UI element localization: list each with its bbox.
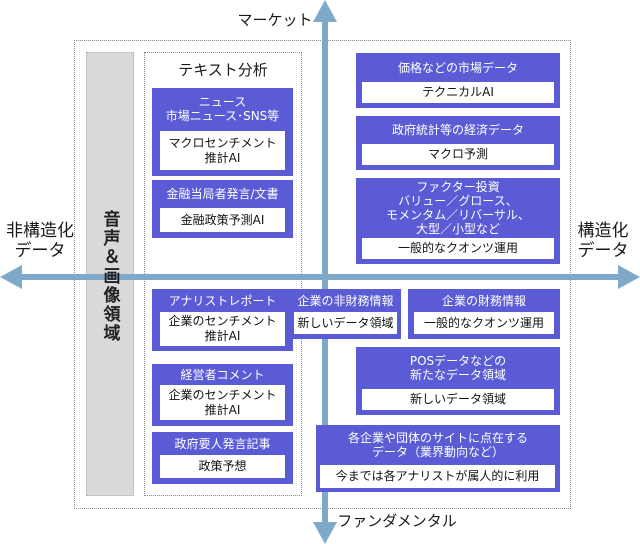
- box-body: テクニカルAI: [362, 82, 554, 103]
- axis-label-fundamental: ファンダメンタル: [337, 512, 457, 530]
- box-header: 金融当局者発言/文書: [152, 180, 293, 208]
- axis-label-structured: 構造化 データ: [568, 221, 638, 261]
- box-header: 価格などの市場データ: [356, 53, 560, 82]
- arrow-down-icon: [313, 522, 337, 544]
- box-header-line: 市場ニュース･SNS等: [165, 108, 280, 123]
- box-header: 企業の非財務情報: [290, 289, 401, 312]
- box-body: 政策予想: [160, 455, 285, 478]
- box-header: 各企業や団体のサイトに点在する データ（業界動向など）: [316, 425, 560, 465]
- box-header-line: 企業の非財務情報: [297, 293, 394, 308]
- box-body: 今までは各アナリストが属人的に利用: [320, 465, 555, 488]
- box-body: 一般的なクオンツ運用: [414, 312, 554, 334]
- axis-label-line: 構造化: [577, 221, 629, 241]
- box-scattered-web-data: 各企業や団体のサイトに点在する データ（業界動向など） 今までは各アナリストが属…: [316, 425, 560, 492]
- box-header: ファクター投資 バリュー／グロース、 モメンタム／リバーサル、 大型／小型など: [356, 178, 560, 238]
- box-factor-investing: ファクター投資 バリュー／グロース、 モメンタム／リバーサル、 大型／小型など …: [356, 178, 560, 264]
- box-body: 新しいデータ領域: [294, 312, 397, 334]
- box-header-line: POSデータなどの: [409, 354, 507, 368]
- box-body: 新しいデータ領域: [362, 389, 554, 410]
- box-header-line: 新たなデータ領域: [409, 368, 506, 382]
- text-analysis-title: テキスト分析: [178, 61, 268, 79]
- arrow-up-icon: [313, 0, 337, 22]
- box-header-line: 経営者コメント: [180, 367, 265, 382]
- box-economic-data: 政府統計等の経済データ マクロ予測: [356, 116, 560, 170]
- box-body: 企業のセンチメント 推計AI: [160, 312, 285, 346]
- box-header-line: バリュー／グロース、: [398, 194, 518, 208]
- box-body-line: テクニカルAI: [422, 85, 494, 99]
- box-body-line: 推計AI: [204, 402, 241, 417]
- audio-image-region-label-wrap: 音声＆画像領域: [86, 206, 134, 346]
- box-body: マクロ予測: [362, 144, 554, 165]
- axis-label-line: データ: [14, 241, 66, 261]
- box-header: POSデータなどの 新たなデータ領域: [356, 347, 560, 389]
- box-pos-data: POSデータなどの 新たなデータ領域 新しいデータ領域: [356, 347, 560, 415]
- box-header-line: 政府統計等の経済データ: [391, 123, 524, 137]
- box-body-line: 政策予想: [198, 459, 247, 473]
- box-body-line: 金融政策予測AI: [180, 212, 265, 227]
- box-header-line: ファクター投資: [416, 180, 500, 194]
- box-body: 企業のセンチメント 推計AI: [160, 385, 285, 420]
- box-body: マクロセンチメント 推計AI: [160, 131, 285, 170]
- axis-label-line: データ: [577, 241, 629, 261]
- box-body-line: マクロ予測: [427, 147, 488, 161]
- axis-label-unstructured: 非構造化 データ: [0, 221, 80, 261]
- box-header-line: 企業の財務情報: [441, 293, 526, 308]
- box-header-line: ニュース: [198, 94, 247, 109]
- box-body-line: 新しいデータ領域: [297, 315, 394, 330]
- box-non-financial-info: 企業の非財務情報 新しいデータ領域: [290, 289, 401, 339]
- box-body-line: 推計AI: [204, 329, 241, 343]
- box-header: 企業の財務情報: [408, 289, 560, 312]
- box-header: アナリストレポート: [152, 289, 293, 312]
- box-body-line: 企業のセンチメント: [168, 314, 277, 328]
- axis-label-line: 非構造化: [6, 221, 74, 241]
- box-financial-info: 企業の財務情報 一般的なクオンツ運用: [408, 289, 560, 339]
- axis-label-market: マーケット: [237, 11, 313, 29]
- box-body: 金融政策予測AI: [160, 208, 285, 232]
- arrow-left-icon: [0, 265, 22, 289]
- box-header-line: モメンタム／リバーサル、: [386, 208, 530, 222]
- box-body: 一般的なクオンツ運用: [362, 238, 554, 259]
- box-management-comment: 経営者コメント 企業のセンチメント 推計AI: [152, 364, 293, 426]
- box-header-line: 政府要人発言記事: [174, 436, 271, 451]
- box-header: ニュース 市場ニュース･SNS等: [152, 88, 293, 129]
- box-header-line: データ（業界動向など）: [371, 445, 504, 459]
- box-analyst-report: アナリストレポート 企業のセンチメント 推計AI: [152, 289, 293, 351]
- box-news: ニュース 市場ニュース･SNS等 マクロセンチメント 推計AI: [152, 88, 293, 176]
- box-body-line: 新しいデータ領域: [409, 392, 506, 406]
- box-header-line: アナリストレポート: [168, 293, 277, 308]
- box-body-line: 推計AI: [204, 150, 241, 165]
- box-header-line: 価格などの市場データ: [397, 60, 518, 75]
- box-header: 政府要人発言記事: [152, 432, 293, 455]
- box-market-data: 価格などの市場データ テクニカルAI: [356, 53, 560, 108]
- box-body-line: マクロセンチメント: [168, 135, 277, 150]
- box-government-official: 政府要人発言記事 政策予想: [152, 432, 293, 484]
- box-header: 政府統計等の経済データ: [356, 116, 560, 144]
- box-body-line: 一般的なクオンツ運用: [397, 241, 518, 255]
- box-body-line: 企業のセンチメント: [168, 387, 277, 402]
- audio-image-region-label: 音声＆画像領域: [99, 209, 120, 343]
- box-body-line: 一般的なクオンツ運用: [423, 315, 544, 330]
- box-header-line: 各企業や団体のサイトに点在する: [347, 431, 528, 445]
- box-central-bank: 金融当局者発言/文書 金融政策予測AI: [152, 180, 293, 238]
- box-header-line: 大型／小型など: [415, 222, 500, 236]
- box-header-line: 金融当局者発言/文書: [166, 187, 279, 201]
- box-header: 経営者コメント: [152, 364, 293, 385]
- box-body-line: 今までは各アナリストが属人的に利用: [335, 469, 540, 483]
- arrow-right-icon: [618, 265, 640, 289]
